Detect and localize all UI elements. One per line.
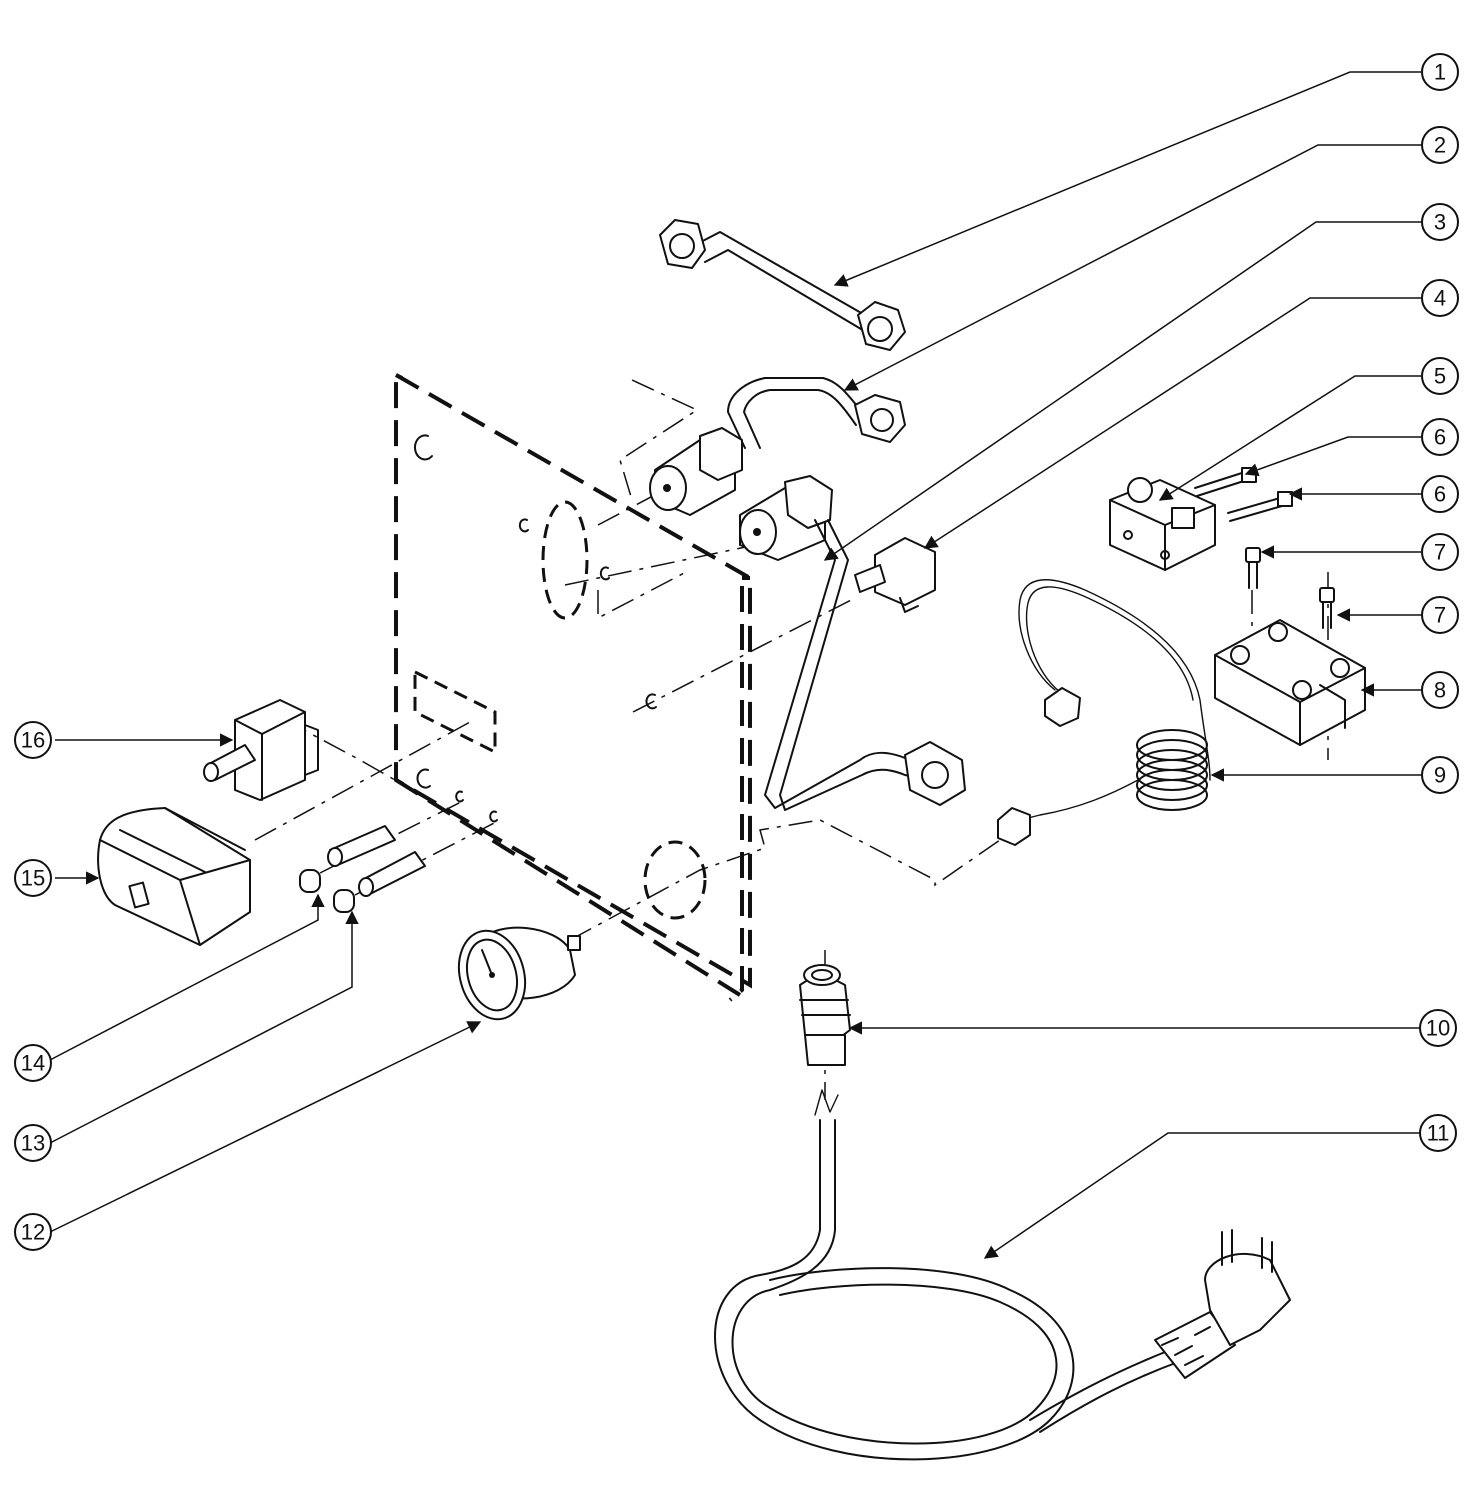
callout-3: 3 [1421, 203, 1459, 241]
callout-label: 6 [1434, 482, 1446, 507]
callout-5: 5 [1421, 357, 1459, 395]
callout-label: 6 [1434, 425, 1446, 450]
part-3-long-pipe [739, 475, 966, 811]
part-15-display-controller [97, 807, 251, 946]
callout-label: 1 [1434, 60, 1446, 85]
part-11-power-cord [714, 1089, 1291, 1461]
callout-label: 5 [1434, 364, 1446, 389]
front-panel [394, 371, 752, 1002]
part-16-toggle-switch [203, 699, 319, 801]
callout-7-lower: 7 [1421, 596, 1459, 634]
callout-label: 15 [21, 866, 45, 891]
callout-label: 12 [21, 1220, 45, 1245]
callout-1: 1 [1421, 53, 1459, 91]
callout-label: 16 [21, 728, 45, 753]
callout-label: 8 [1434, 678, 1446, 703]
part-4-valve [854, 537, 936, 613]
callout-label: 3 [1434, 210, 1446, 235]
callout-label: 7 [1434, 540, 1446, 565]
part-5-micro-switch [1109, 477, 1216, 571]
callout-label: 4 [1434, 286, 1446, 311]
callout-2: 2 [1421, 126, 1459, 164]
upper-fitting [649, 427, 743, 516]
callout-label: 2 [1434, 133, 1446, 158]
part-13-14-fuses [299, 825, 426, 913]
callout-4: 4 [1421, 279, 1459, 317]
callout-11: 11 [1419, 1114, 1457, 1152]
callout-6-upper: 6 [1421, 418, 1459, 456]
part-9-coiled-sensor [997, 579, 1211, 846]
part-12-pressure-gauge [457, 926, 581, 1021]
part-2-bent-pipe [727, 377, 906, 449]
callout-label: 13 [21, 1131, 45, 1156]
part-8-relay-block [1214, 619, 1366, 746]
callout-label: 14 [21, 1051, 45, 1076]
callout-label: 10 [1426, 1016, 1450, 1041]
callout-15: 15 [14, 859, 52, 897]
callout-7-upper: 7 [1421, 533, 1459, 571]
callout-label: 7 [1434, 603, 1446, 628]
callout-label: 11 [1427, 1121, 1450, 1146]
callout-10: 10 [1419, 1009, 1457, 1047]
callout-label: 9 [1434, 763, 1446, 788]
part-7-bolts [1245, 547, 1335, 629]
callout-16: 16 [14, 721, 52, 759]
callout-9: 9 [1421, 756, 1459, 794]
callout-13: 13 [14, 1124, 52, 1162]
part-1-connecting-pipe [659, 219, 906, 351]
callout-8: 8 [1421, 671, 1459, 709]
part-10-cable-gland [799, 964, 851, 1066]
leader-lines [49, 71, 1422, 1259]
callout-12: 12 [14, 1213, 52, 1251]
callout-14: 14 [14, 1044, 52, 1082]
callout-6-lower: 6 [1421, 475, 1459, 513]
